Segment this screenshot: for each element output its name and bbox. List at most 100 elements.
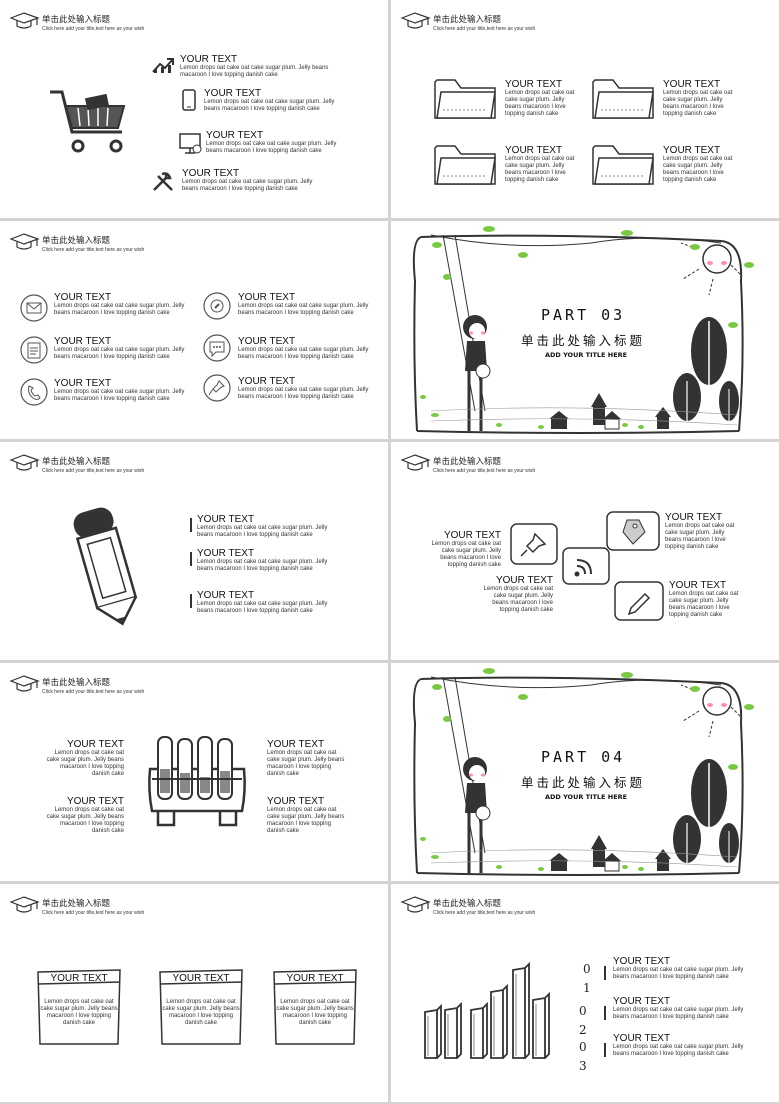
item-title: YOUR TEXT [197,590,255,601]
item-body: Lemon drops oat cake oat cake sugar plum… [54,347,185,360]
divider [604,1043,606,1057]
folder-icon [592,79,654,119]
item-title: YOUR TEXT [267,739,325,750]
item-title: YOUR TEXT [238,376,296,387]
index-number: 0 [583,962,591,976]
item-title: YOUR TEXT [206,130,264,141]
item-title: YOUR TEXT [50,973,108,984]
item-body: Lemon drops oat cake oat cake sugar plum… [46,807,124,834]
item-title: YOUR TEXT [54,292,112,303]
header-title: 单击此处输入标题 [42,236,111,246]
item-body: Lemon drops oat cake oat cake sugar plum… [206,141,337,154]
item-title: YOUR TEXT [66,739,124,750]
header-subtitle: Click here add your title,text here as y… [433,468,536,474]
growth-chart-icon [152,58,174,73]
item-body: Lemon drops oat cake oat cake sugar plum… [54,303,185,316]
part-subtitle: 单击此处输入标题 [521,775,646,790]
header-title: 单击此处输入标题 [42,457,111,467]
index-number: 2 [579,1023,587,1037]
slide-7[interactable]: 单击此处输入标题 Click here add your title,text … [0,663,388,881]
tools-icon [153,172,173,191]
part-title: PART 04 [541,748,626,766]
item-title: YOUR TEXT [505,79,563,90]
slide-3[interactable]: 单击此处输入标题 Click here add your title,text … [0,221,388,439]
item-body: Lemon drops oat cake oat cake sugar plum… [505,90,575,117]
part-title: PART 03 [541,306,626,324]
slide-2[interactable]: 单击此处输入标题 Click here add your title,text … [391,0,779,218]
header-subtitle: Click here add your title,text here as y… [433,910,536,916]
folder-icon [592,145,654,185]
item-body: Lemon drops oat cake oat cake sugar plum… [663,90,733,117]
divider [190,552,192,566]
phone-icon [20,378,48,406]
item-title: YOUR TEXT [663,145,721,156]
item-body: Lemon drops oat cake oat cake sugar plum… [267,750,345,777]
item-body: Lemon drops oat cake oat cake sugar plum… [613,1044,744,1057]
item-body: Lemon drops oat cake oat cake sugar plum… [613,1007,744,1020]
item-title: YOUR TEXT [286,973,344,984]
item-title: YOUR TEXT [443,530,501,541]
header-title: 单击此处输入标题 [42,15,111,25]
index-number: 1 [583,981,591,995]
chat-icon [203,334,231,362]
rss-icon [562,547,610,585]
header-title: 单击此处输入标题 [433,899,502,909]
item-title: YOUR TEXT [267,796,325,807]
graduation-cap-icon [9,12,40,29]
item-title: YOUR TEXT [613,1033,671,1044]
item-body: Lemon drops oat cake oat cake sugar plum… [238,303,369,316]
item-body: Lemon drops oat cake oat cake sugar plum… [238,347,369,360]
item-body: Lemon drops oat cake oat cake sugar plum… [197,601,328,614]
item-body: Lemon drops oat cake oat cake sugar plum… [46,750,124,777]
part-en-subtitle: ADD YOUR TITLE HERE [545,793,628,801]
smartphone-icon [182,89,196,111]
item-title: YOUR TEXT [182,168,240,179]
index-number: 0 [579,1040,587,1054]
item-title: YOUR TEXT [54,378,112,389]
index-number: 3 [579,1059,587,1073]
slide-1[interactable]: 单击此处输入标题 Click here add your title,text … [0,0,388,218]
edit-icon [614,581,664,621]
slide-9[interactable]: 单击此处输入标题 Click here add your title,text … [0,884,388,1102]
test-tubes-icon [148,736,246,827]
graduation-cap-icon [9,675,40,692]
item-body: Lemon drops oat cake oat cake sugar plum… [613,967,744,980]
item-body: Lemon drops oat cake oat cake sugar plum… [197,525,328,538]
sketch-frame-illustration [412,226,754,434]
item-title: YOUR TEXT [669,580,727,591]
item-body: Lemon drops oat cake oat cake sugar plum… [276,999,354,1026]
header-subtitle: Click here add your title,text here as y… [42,26,145,32]
item-body: Lemon drops oat cake oat cake sugar plum… [665,523,735,550]
slide-8-part04[interactable]: PART 04 单击此处输入标题 ADD YOUR TITLE HERE [391,663,779,881]
header-subtitle: Click here add your title,text here as y… [433,26,536,32]
item-body: Lemon drops oat cake oat cake sugar plum… [267,807,345,834]
clipboard-icon [20,336,48,364]
pushpin-icon [510,523,558,565]
item-title: YOUR TEXT [172,973,230,984]
folder-icon [434,79,496,119]
item-body: Lemon drops oat cake oat cake sugar plum… [162,999,240,1026]
graduation-cap-icon [400,12,431,29]
item-title: YOUR TEXT [66,796,124,807]
item-body: Lemon drops oat cake oat cake sugar plum… [40,999,118,1026]
item-body: Lemon drops oat cake oat cake sugar plum… [238,387,369,400]
slide-10[interactable]: 单击此处输入标题 Click here add your title,text … [391,884,779,1102]
slide-4-part03[interactable]: PART 03 单击此处输入标题 ADD YOUR TITLE HERE [391,221,779,439]
slide-5[interactable]: 单击此处输入标题 Click here add your title,text … [0,442,388,660]
item-body: Lemon drops oat cake oat cake sugar plum… [197,559,328,572]
index-number: 0 [579,1004,587,1018]
item-body: Lemon drops oat cake oat cake sugar plum… [204,99,335,112]
item-title: YOUR TEXT [613,996,671,1007]
header-subtitle: Click here add your title,text here as y… [42,468,145,474]
part-en-subtitle: ADD YOUR TITLE HERE [545,351,628,359]
bar-chart-icon [424,961,550,1059]
item-body: Lemon drops oat cake oat cake sugar plum… [483,586,553,613]
item-title: YOUR TEXT [663,79,721,90]
slide-6[interactable]: 单击此处输入标题 Click here add your title,text … [391,442,779,660]
item-title: YOUR TEXT [505,145,563,156]
compass-icon [203,292,231,320]
header-title: 单击此处输入标题 [433,15,502,25]
sketch-box [37,969,121,1045]
item-title: YOUR TEXT [238,336,296,347]
header-subtitle: Click here add your title,text here as y… [42,910,145,916]
